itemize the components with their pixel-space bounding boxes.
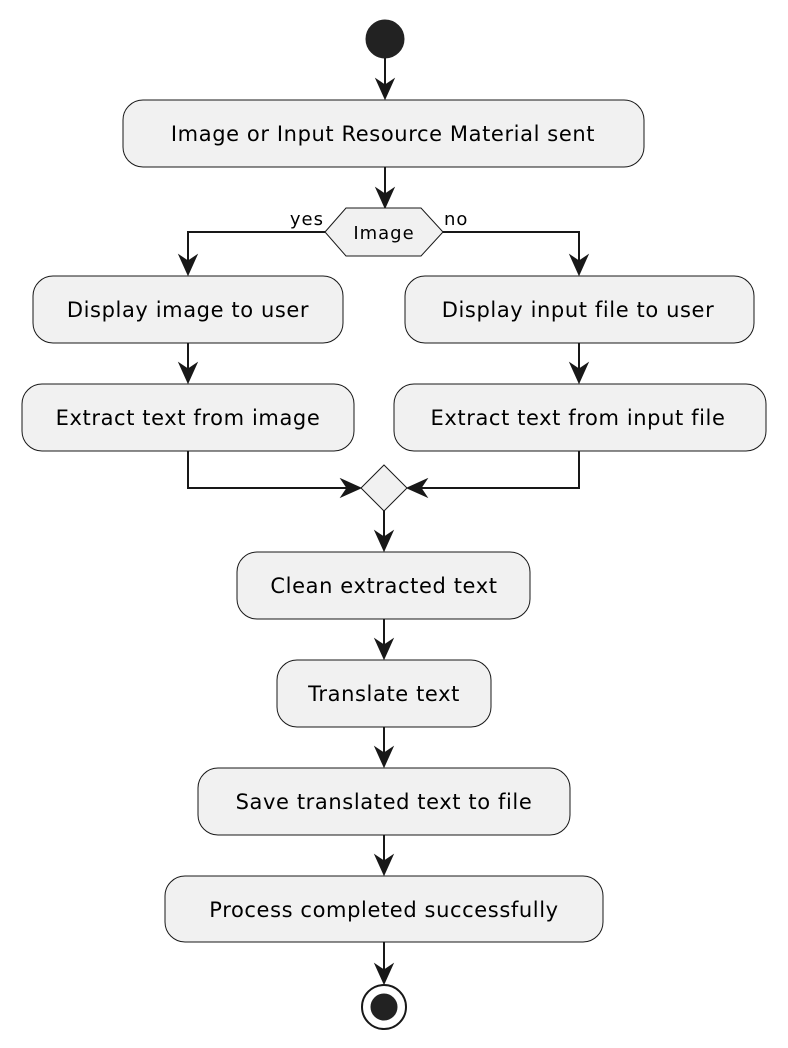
arrowhead [568, 361, 590, 385]
activity-display-image: Display image to user [32, 275, 344, 344]
activity-translate: Translate text [276, 659, 492, 728]
start-node [365, 19, 405, 59]
decision-image: Image [324, 207, 444, 257]
arrowhead [339, 477, 363, 499]
activity-input-sent-label: Image or Input Resource Material sent [171, 122, 595, 146]
activity-save: Save translated text to file [197, 767, 571, 836]
arrowhead [373, 529, 395, 553]
end-node [361, 984, 407, 1030]
arrowhead [373, 853, 395, 877]
arrowhead [374, 77, 396, 101]
edge-extract-image-to-merge [187, 451, 360, 489]
activity-display-file-label: Display input file to user [442, 298, 715, 322]
edge-no-branch [443, 231, 580, 274]
activity-complete-label: Process completed successfully [209, 898, 558, 922]
activity-display-image-label: Display image to user [67, 298, 309, 322]
activity-extract-file-label: Extract text from input file [430, 406, 725, 430]
arrowhead [177, 361, 199, 385]
edge-extract-file-to-merge [408, 451, 580, 489]
activity-display-file: Display input file to user [404, 275, 755, 344]
decision-image-label: Image [353, 223, 414, 244]
arrowhead [373, 962, 395, 986]
activity-input-sent: Image or Input Resource Material sent [122, 99, 645, 168]
arrowhead [177, 253, 199, 277]
activity-extract-image-label: Extract text from image [56, 406, 321, 430]
activity-extract-file: Extract text from input file [393, 383, 767, 452]
activity-clean: Clean extracted text [236, 551, 531, 620]
branch-yes-label: yes [290, 209, 324, 230]
activity-extract-image: Extract text from image [21, 383, 355, 452]
merge-node [360, 464, 408, 512]
activity-clean-label: Clean extracted text [270, 574, 497, 598]
arrowhead [373, 745, 395, 769]
edge-yes-branch [187, 231, 325, 274]
activity-save-label: Save translated text to file [236, 790, 533, 814]
activity-translate-label: Translate text [307, 682, 460, 706]
activity-complete: Process completed successfully [164, 875, 604, 943]
arrowhead [405, 477, 429, 499]
arrowhead [374, 186, 396, 210]
arrowhead [568, 253, 590, 277]
branch-no-label: no [444, 209, 468, 230]
arrowhead [373, 637, 395, 661]
